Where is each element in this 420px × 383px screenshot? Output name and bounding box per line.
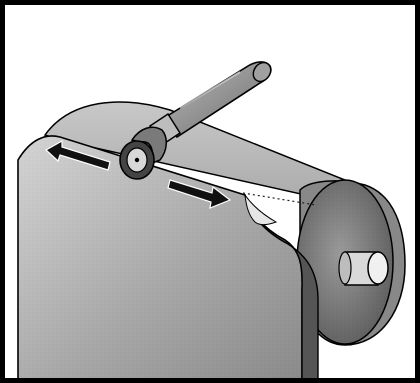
roll-axle <box>339 252 388 285</box>
